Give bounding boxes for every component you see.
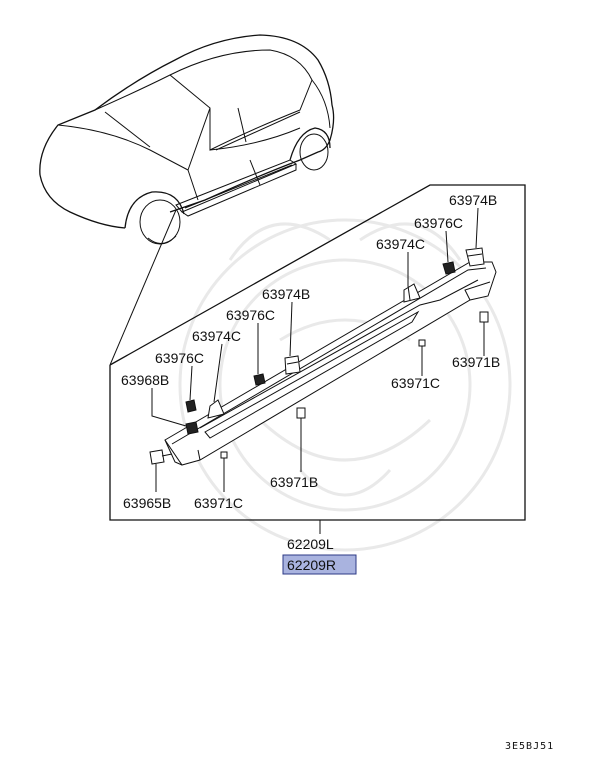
car-illustration [39,34,335,245]
label-63974b-top: 63974B [449,192,497,208]
clip-63974c-mid [207,399,225,419]
highlighted-part-62209r[interactable]: 62209R [282,554,357,575]
label-63965b: 63965B [123,495,171,511]
label-62209l: 62209L [287,536,334,552]
label-63974c-top: 63974C [376,236,425,252]
clip-63976c-mid [253,373,266,386]
clip-63976c-low [185,399,197,413]
label-63971c-low: 63971C [194,495,243,511]
screw-63971b-mid [296,407,306,428]
diagram-code: 3E5BJ51 [505,741,554,752]
label-63974c-mid: 63974C [192,328,241,344]
screw-63971c-low [220,451,228,468]
label-63974b-mid: 63974B [262,286,310,302]
highlight-box [282,554,357,575]
label-63968b: 63968B [121,372,169,388]
label-63976c-low: 63976C [155,350,204,366]
side-sill-garnish [164,261,497,466]
clip-63976c-top [442,261,456,275]
screw-63971b-right [479,311,489,330]
clip-63974b-mid [284,355,301,375]
label-63976c-top: 63976C [414,215,463,231]
clip-63974c-top [403,283,421,303]
bolt-63965b [149,449,173,465]
label-62209r: 62209R [287,557,336,573]
clip-63974b-top [465,247,485,267]
label-63971b-right: 63971B [452,354,500,370]
label-63971c-right: 63971C [391,375,440,391]
label-63971b-mid: 63971B [270,474,318,490]
label-63976c-mid: 63976C [226,307,275,323]
parts-box [109,184,526,521]
clip-63968b [185,421,199,435]
car-leader-line [109,209,177,366]
leader-lines [151,207,485,534]
screw-63971c-right [418,339,426,356]
watermark-emblem [178,218,512,552]
